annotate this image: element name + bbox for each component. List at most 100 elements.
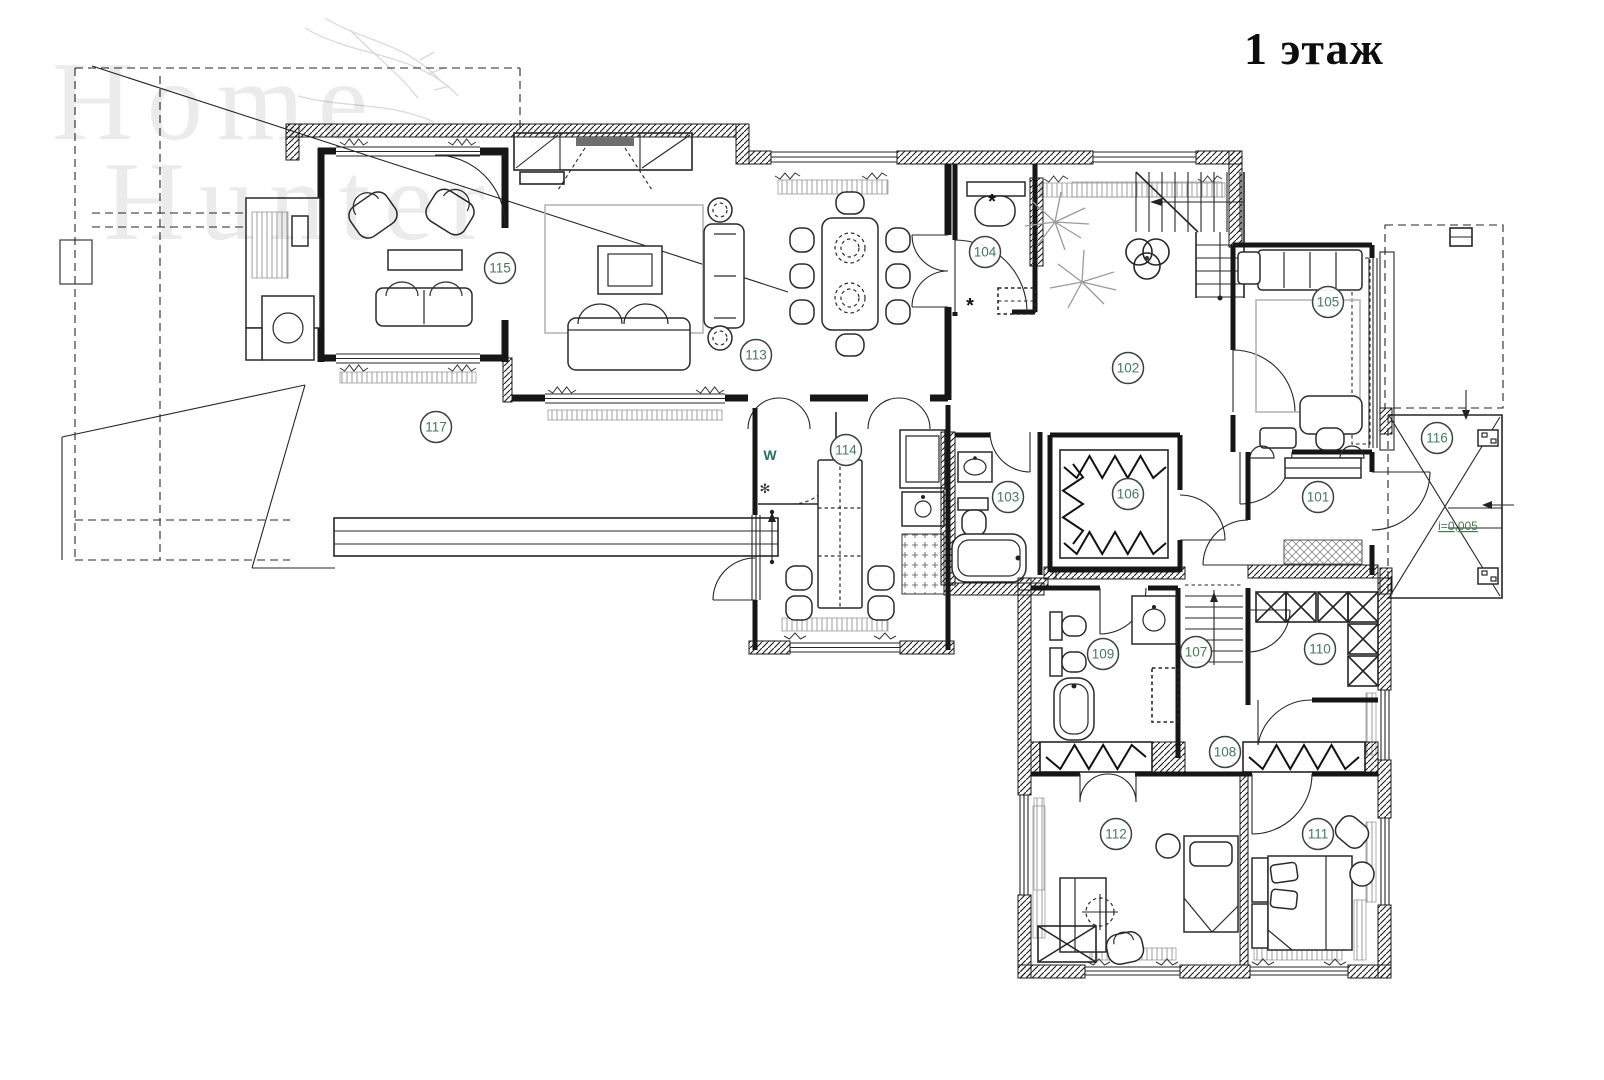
sofa xyxy=(1257,249,1363,291)
svg-text:111: 111 xyxy=(1308,827,1329,842)
toilet xyxy=(1049,611,1087,641)
room-112-bedroom xyxy=(1032,805,1239,965)
room-106-wardrobe xyxy=(1047,432,1226,573)
svg-text:106: 106 xyxy=(1117,487,1140,502)
svg-text:110: 110 xyxy=(1309,642,1331,657)
room-label-104: 104 xyxy=(968,235,1002,269)
room-label-105: 105 xyxy=(1311,285,1345,319)
doormat xyxy=(1283,539,1363,565)
fireplace xyxy=(245,197,321,361)
room-label-107: 107 xyxy=(1179,635,1213,669)
kitchen-counter xyxy=(899,429,946,595)
svg-text:112: 112 xyxy=(1105,827,1127,842)
desk xyxy=(1059,877,1107,953)
corridor-108 xyxy=(1030,741,1379,966)
room-103-bath xyxy=(940,431,1045,596)
annotation-star: * xyxy=(966,295,974,317)
cabinet xyxy=(1151,667,1179,723)
watermark-eagle-sketch xyxy=(297,17,459,123)
room-label-114: 114 xyxy=(829,433,863,467)
room-number-labels: 115 113 117 114 104 102 105 116 103 106 101 109 107 1… xyxy=(419,235,1454,851)
svg-text:102: 102 xyxy=(1117,361,1140,376)
room-115-lounge xyxy=(245,138,509,384)
room-label-101: 101 xyxy=(1301,480,1335,514)
room-label-109: 109 xyxy=(1086,637,1120,671)
room-label-115: 115 xyxy=(483,251,517,285)
armchair xyxy=(348,191,398,239)
room-label-112: 112 xyxy=(1099,817,1133,851)
coffee-table-inner xyxy=(607,253,653,287)
room-label-113: 113 xyxy=(739,338,773,372)
annotation-star: * xyxy=(988,191,996,213)
svg-text:115: 115 xyxy=(489,261,511,276)
svg-text:104: 104 xyxy=(974,245,997,260)
terrace-117-steps xyxy=(333,357,951,565)
x-box xyxy=(1037,925,1097,963)
room-107-stairs xyxy=(1185,584,1251,705)
spotlight xyxy=(1477,429,1499,447)
window-top-1 xyxy=(771,151,897,195)
sofa-side xyxy=(703,223,745,329)
tree-symbol xyxy=(1125,238,1170,280)
room-110-wardrobe xyxy=(1247,591,1379,746)
svg-text:117: 117 xyxy=(425,420,447,435)
room-label-102: 102 xyxy=(1111,351,1145,385)
wall-lamps xyxy=(1249,445,1365,459)
room-label-111: 111 xyxy=(1301,817,1335,851)
annotation-w: W xyxy=(763,447,777,463)
room-label-108: 108 xyxy=(1208,735,1242,769)
toilet xyxy=(957,497,989,537)
svg-text:105: 105 xyxy=(1317,295,1340,310)
room-label-103: 103 xyxy=(991,480,1025,514)
room-101-entry xyxy=(1202,445,1431,579)
annotation-snow: ✻ xyxy=(760,481,771,496)
sink xyxy=(957,451,993,483)
single-bed xyxy=(1183,835,1239,933)
palm-plant xyxy=(1024,191,1117,309)
svg-text:116: 116 xyxy=(1426,431,1448,446)
room-label-116: 116 xyxy=(1420,421,1454,455)
dining-chairs xyxy=(789,191,911,357)
svg-text:113: 113 xyxy=(745,348,767,363)
spotlight xyxy=(1477,567,1499,585)
room-114-kitchen xyxy=(712,408,955,655)
room-111-bedroom xyxy=(1251,815,1375,961)
room-label-110: 110 xyxy=(1303,632,1337,666)
desk xyxy=(1299,395,1363,451)
double-bed xyxy=(1251,855,1353,951)
svg-text:107: 107 xyxy=(1185,645,1208,660)
side-table xyxy=(1155,833,1181,859)
annotation-slope: i=0,005 xyxy=(1438,519,1478,533)
x-shelves xyxy=(1255,591,1379,687)
svg-text:103: 103 xyxy=(997,490,1020,505)
lounge-chair xyxy=(1105,931,1145,965)
side-table xyxy=(1237,251,1261,285)
porch-116 xyxy=(1379,224,1514,599)
sofa xyxy=(567,303,691,371)
desk-chair xyxy=(1082,894,1118,930)
room-113-living xyxy=(512,132,952,430)
vanity-sink xyxy=(1131,595,1177,645)
svg-text:114: 114 xyxy=(835,443,857,458)
canopy-roof-outline xyxy=(59,65,789,569)
room-label-106: 106 xyxy=(1111,477,1145,511)
tv xyxy=(576,137,634,146)
side-table xyxy=(707,197,733,223)
plan-annotations: W * * ✻ i=0,005 xyxy=(760,191,1479,533)
bench xyxy=(1259,427,1297,449)
svg-text:109: 109 xyxy=(1092,647,1115,662)
kitchen-chairs xyxy=(785,565,895,621)
page-title: 1 этаж xyxy=(1244,23,1384,74)
coffee-table xyxy=(387,249,463,271)
exterior-walls-top xyxy=(285,123,1243,248)
bathtub xyxy=(951,533,1027,583)
side-table xyxy=(707,325,733,351)
staircase-main xyxy=(1071,171,1245,301)
svg-text:101: 101 xyxy=(1307,490,1330,505)
toilet xyxy=(966,181,1026,227)
room-label-117: 117 xyxy=(419,410,453,444)
room-109-bath xyxy=(1031,585,1181,758)
dining-table xyxy=(821,217,879,331)
